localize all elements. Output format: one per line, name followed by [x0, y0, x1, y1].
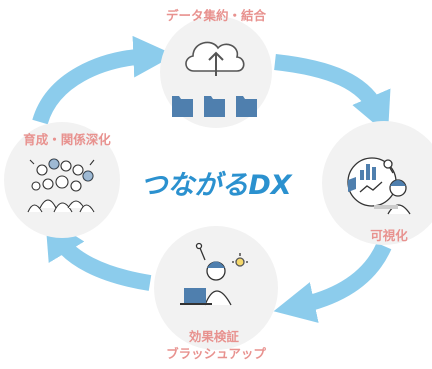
cycle-arrows — [32, 35, 392, 323]
node-label-visualize: 可視化 — [370, 228, 408, 243]
person-idea-laptop-icon — [180, 242, 248, 306]
arrow-verify-to-nurture — [45, 216, 152, 291]
center-title: つながるDX — [140, 170, 292, 201]
node-circle-verify — [154, 226, 278, 350]
arrow-nurture-to-data — [32, 35, 175, 125]
node-label-data: データ集約・結合 — [166, 8, 267, 23]
node-label-nurture: 育成・関係深化 — [23, 132, 111, 147]
node-label-verify: 効果検証 ブラッシュアップ — [166, 329, 266, 361]
arrow-data-to-visualize — [274, 54, 391, 135]
crowd-of-people-icon — [27, 158, 95, 213]
arrow-visualize-to-verify — [273, 242, 392, 323]
cloud-upload-folders-icon — [172, 41, 257, 117]
person-analyzing-charts-icon — [347, 157, 411, 215]
